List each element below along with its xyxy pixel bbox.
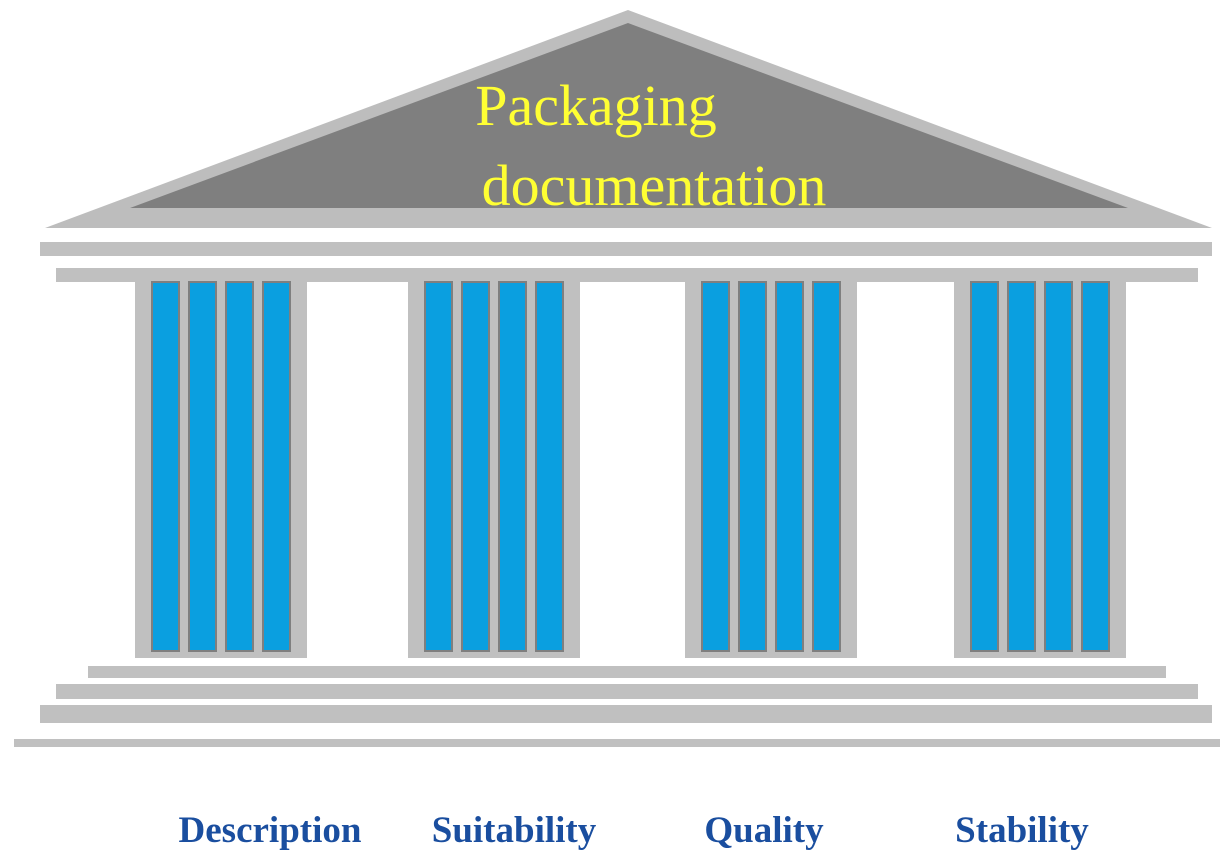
pillar-flute [461,281,490,652]
pillar-labels: Description Suitability Quality Stabilit… [179,810,1090,850]
entablature-top-bar [40,242,1212,256]
roof-inner [130,23,1128,208]
pillar-label-suitability: Suitability [432,810,597,850]
base-ground-line [14,739,1220,747]
pillar-suitability [408,281,580,658]
pillar-flute [262,281,291,652]
base-step-3 [40,705,1212,723]
pillar-flute [701,281,730,652]
pillar-label-description: Description [179,810,362,850]
pillar-flute [970,281,999,652]
roof: Packaging documentation [45,10,1212,228]
pillar-flute [1007,281,1036,652]
roof-title-line-2: documentation [482,153,827,218]
base-step-1 [88,666,1166,678]
pillar-stability [954,281,1126,658]
pillar-flute [424,281,453,652]
pillar-label-stability: Stability [955,810,1089,850]
pillar-flute [498,281,527,652]
pillar-flute [535,281,564,652]
base-step-2 [56,684,1198,699]
pillar-flute [188,281,217,652]
pillar-flute [151,281,180,652]
temple-base [14,666,1220,747]
pillar-flute [775,281,804,652]
pillar-flute [738,281,767,652]
pillar-flute [225,281,254,652]
pillar-flute [1044,281,1073,652]
pillar-label-quality: Quality [704,810,824,850]
entablature-lower-bar [56,268,1198,282]
pillar-quality [685,281,857,658]
pillar-flute [1081,281,1110,652]
roof-title-line-1: Packaging [475,73,717,138]
pillar-description [135,281,307,658]
pillar-flute [812,281,841,652]
